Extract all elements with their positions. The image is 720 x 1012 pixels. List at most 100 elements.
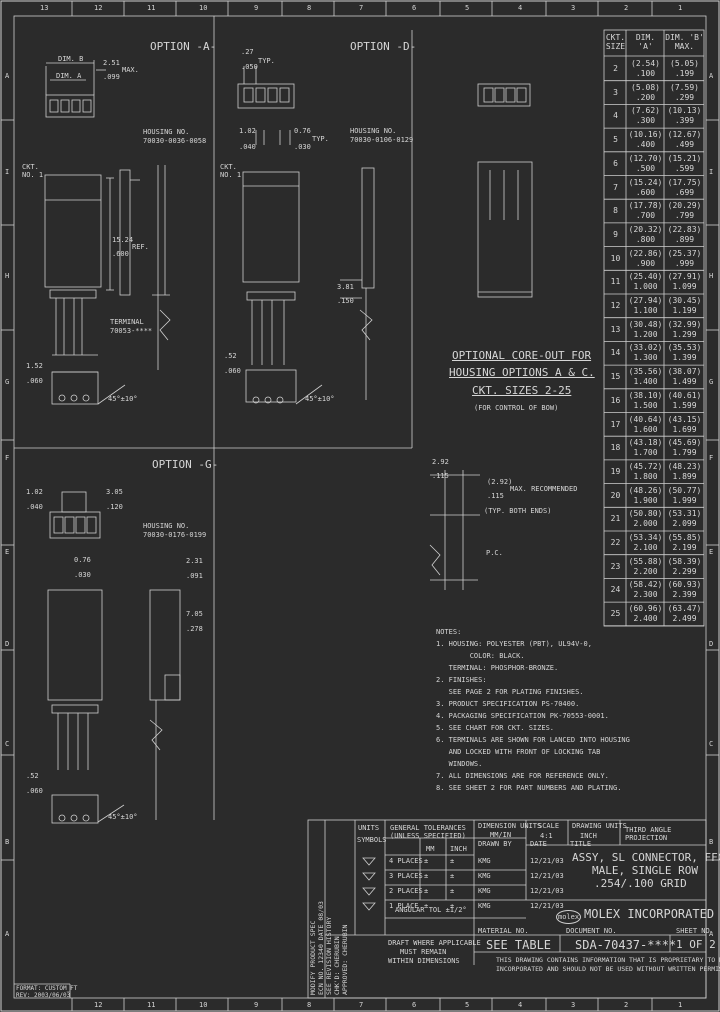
- dim-value: 15.24: [112, 236, 134, 244]
- col-label: 7: [359, 1001, 364, 1009]
- dim-label: (TYP. BOTH ENDS): [484, 507, 552, 515]
- col-label: 7: [359, 4, 364, 12]
- table-cell: (22.83): [667, 224, 702, 234]
- title-block-grid: [14, 819, 707, 999]
- table-cell: (30.45): [667, 296, 702, 305]
- table-cell: .899: [674, 234, 695, 244]
- drawn-by: KMG: [478, 902, 491, 910]
- table-cell: (5.08): [631, 82, 660, 92]
- dim-value: .060: [26, 787, 43, 795]
- col-label: 5: [465, 1001, 470, 1009]
- table-cell: (5.05): [670, 59, 699, 68]
- table-cell: .499: [674, 140, 695, 150]
- col-label: 8: [307, 1001, 312, 1009]
- dim-value: 0.76: [294, 127, 311, 135]
- dim-value: 7.05: [186, 610, 203, 618]
- row-label: I: [5, 168, 10, 176]
- draft-line: DRAFT WHERE APPLICABLE: [388, 939, 481, 947]
- table-cell: (40.61): [667, 390, 702, 400]
- table-cell: (58.42): [628, 580, 663, 590]
- row-label: A: [709, 930, 714, 938]
- title-label: TITLE: [570, 840, 592, 848]
- table-cell: 12: [610, 301, 621, 310]
- material-label: MATERIAL NO.: [478, 927, 529, 935]
- table-cell: .600: [635, 187, 656, 197]
- table-cell: 1.299: [672, 329, 697, 339]
- table-cell: (25.40): [628, 272, 663, 282]
- table-cell: (32.99): [667, 319, 702, 329]
- drawn-by: KMG: [478, 857, 491, 865]
- drawing-units-label: DRAWING UNITS: [572, 822, 627, 830]
- row-label: A: [5, 930, 10, 938]
- table-cell: (35.56): [628, 367, 663, 377]
- dim-value: 2.92: [432, 458, 449, 466]
- table-cell: (55.85): [667, 533, 702, 542]
- dim-value: 2.51: [103, 59, 120, 67]
- note-line: 4. PACKAGING SPECIFICATION PK-70553-0001…: [436, 712, 609, 720]
- tol-inch: ±: [450, 887, 455, 895]
- units-label: UNITS: [358, 824, 380, 832]
- col-label: 6: [412, 1001, 417, 1009]
- note-line: WINDOWS.: [436, 760, 483, 768]
- angle-label: 45°±10°: [108, 395, 138, 403]
- row-label: F: [5, 454, 10, 462]
- option-g-title: OPTION -G-: [152, 458, 219, 471]
- table-cell: (50.77): [667, 485, 702, 495]
- tolerance-symbol-icon: [362, 872, 376, 883]
- table-cell: 11: [610, 277, 621, 287]
- drawn-by: KMG: [478, 872, 491, 880]
- table-cell: 2.400: [633, 614, 658, 624]
- table-cell: .300: [635, 116, 656, 126]
- col-label: 12: [94, 4, 103, 12]
- table-header: DIM. 'B' MAX.: [665, 33, 704, 51]
- dim-value: .150: [337, 297, 354, 305]
- table-cell: 17: [610, 419, 621, 429]
- drawn-by: KMG: [478, 887, 491, 895]
- col-label: 5: [465, 4, 470, 12]
- molex-logo: molex: [556, 910, 582, 924]
- side-text-line: ECN NO. 12340 DATE 08/03: [317, 901, 325, 995]
- core-out-line: CKT. SIZES 2-25: [472, 384, 572, 397]
- table-cell: (15.24): [628, 177, 663, 187]
- row-label: A: [709, 72, 714, 80]
- table-cell: 7: [613, 182, 618, 192]
- dim-value: .050: [241, 63, 258, 71]
- table-cell: .700: [635, 211, 656, 221]
- proprietary-line: INCORPORATED AND SHOULD NOT BE USED WITH…: [496, 965, 720, 973]
- note-line: TERMINAL: PHOSPHOR-BRONZE.: [436, 664, 559, 672]
- table-cell: .500: [635, 163, 656, 173]
- table-cell: (55.88): [628, 556, 663, 566]
- table-cell: (12.67): [667, 130, 702, 140]
- dim-value: 1.02: [26, 488, 43, 496]
- drawn-date: 12/21/03: [530, 902, 564, 910]
- row-label: I: [709, 168, 714, 176]
- option-d-title: OPTION -D-: [350, 40, 417, 53]
- tolerance-symbol-icon: [362, 857, 376, 868]
- tolerance-symbol-icon: [362, 902, 376, 913]
- table-cell: 1.999: [672, 495, 697, 505]
- table-cell: 1.199: [672, 306, 697, 315]
- table-cell: (48.26): [628, 485, 663, 495]
- table-cell: .199: [674, 69, 695, 78]
- table-cell: (53.34): [628, 533, 663, 542]
- table-cell: 25: [610, 609, 621, 619]
- housing-label: HOUSING NO.: [143, 522, 190, 530]
- row-label: G: [709, 378, 714, 386]
- col-label: 11: [147, 4, 156, 12]
- table-cell: 2.000: [633, 519, 658, 529]
- inch-header: INCH: [450, 845, 467, 853]
- row-label: C: [5, 740, 10, 748]
- table-cell: 2.499: [672, 614, 697, 624]
- col-label: 9: [254, 4, 259, 12]
- dim-value: .040: [239, 143, 256, 151]
- dim-value: .27: [241, 48, 254, 56]
- col-label: 6: [412, 4, 417, 12]
- table-cell: 5: [613, 135, 618, 145]
- table-cell: 1.899: [672, 471, 697, 481]
- dim-value: 3.81: [337, 283, 354, 291]
- dim-label: MAX. RECOMMENDED: [510, 485, 578, 493]
- tol-places: 2 PLACES: [389, 887, 423, 895]
- table-cell: (53.31): [667, 509, 702, 519]
- draft-line: WITHIN DIMENSIONS: [388, 957, 460, 965]
